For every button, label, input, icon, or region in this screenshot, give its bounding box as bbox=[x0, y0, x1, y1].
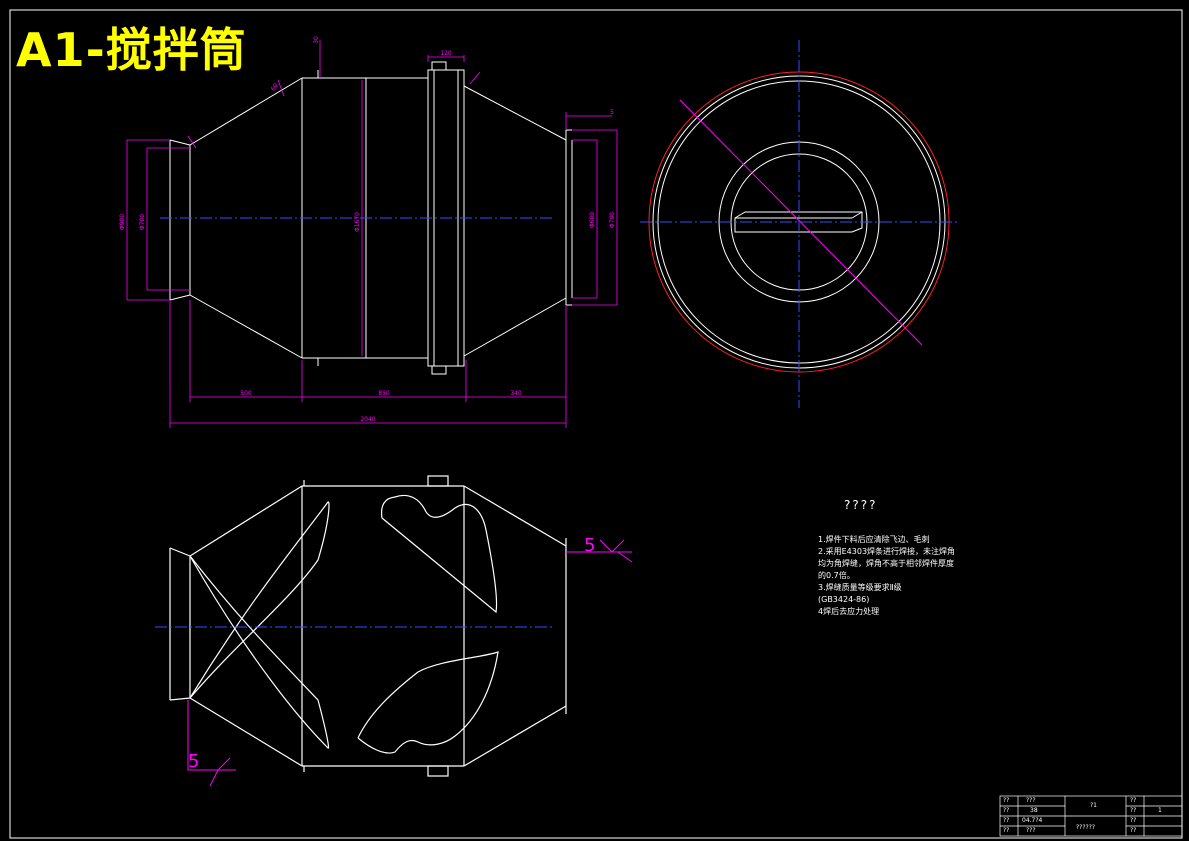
note-line: 1.焊件下料后应清除飞边、毛刺 bbox=[818, 535, 930, 544]
section-view bbox=[169, 475, 567, 777]
tb-r1c2: ??? bbox=[1026, 797, 1036, 804]
svg-text:2040: 2040 bbox=[360, 416, 375, 423]
svg-text:30: 30 bbox=[313, 36, 320, 44]
tb-right-2: ?? bbox=[1130, 807, 1137, 814]
note-line: 3.焊缝质量等级要求Ⅱ级 bbox=[818, 583, 902, 592]
svg-text:850: 850 bbox=[378, 390, 390, 397]
tb-right-1: ?? bbox=[1130, 797, 1137, 804]
svg-text:60: 60 bbox=[270, 82, 280, 92]
side-view-centerlines bbox=[640, 40, 958, 408]
note-line: 的0.7倍。 bbox=[818, 571, 855, 580]
front-dimension-labels: Φ900 Φ700 Φ1670 Φ600 Φ700 500 850 340 20… bbox=[119, 36, 616, 423]
note-line: 4焊后去应力处理 bbox=[818, 607, 880, 616]
tb-r1c1: ?? bbox=[1003, 797, 1010, 804]
technical-notes: ???? 1.焊件下料后应清除飞边、毛刺 2.采用E4303焊条进行焊接，未注焊… bbox=[818, 498, 955, 618]
drawing-border bbox=[9, 9, 1183, 839]
note-line: 2.采用E4303焊条进行焊接，未注焊角 bbox=[818, 547, 956, 556]
drawing-title: A1-搅拌筒 bbox=[16, 23, 247, 77]
tb-r2c1: ?? bbox=[1003, 807, 1010, 814]
tb-part-name: ?1 bbox=[1090, 802, 1098, 809]
title-block: ?? ??? ?? 38 ?? 04.7?4 ?? ??? ?1 ?????? … bbox=[1000, 796, 1182, 836]
note-line: 均为角焊缝，焊角不高于相邻焊件厚度 bbox=[818, 559, 954, 568]
weld-symbol-left bbox=[187, 700, 236, 787]
svg-text:5: 5 bbox=[610, 109, 614, 116]
tb-r2c2: 38 bbox=[1030, 807, 1038, 814]
notes-title: ???? bbox=[844, 498, 878, 512]
side-view-section-line bbox=[679, 99, 923, 346]
tb-right-3: ?? bbox=[1130, 817, 1137, 824]
svg-text:500: 500 bbox=[240, 390, 252, 397]
svg-text:Φ700: Φ700 bbox=[609, 212, 616, 228]
tb-r3c1: ?? bbox=[1003, 817, 1010, 824]
title-block-grid bbox=[999, 795, 1183, 837]
tb-drawing-no: ?????? bbox=[1076, 824, 1096, 831]
tb-r3c2: 04.7?4 bbox=[1022, 817, 1043, 824]
svg-text:120: 120 bbox=[440, 50, 452, 57]
tb-right-4: ?? bbox=[1130, 827, 1137, 834]
weld-value-left: 5 bbox=[188, 751, 199, 772]
front-dimensions bbox=[126, 40, 618, 428]
svg-text:340: 340 bbox=[510, 390, 522, 397]
tb-r4c2: ??? bbox=[1026, 827, 1036, 834]
svg-text:Φ900: Φ900 bbox=[119, 214, 126, 230]
weld-value-right: 5 bbox=[584, 535, 595, 556]
tb-r4c1: ?? bbox=[1003, 827, 1010, 834]
svg-text:Φ1670: Φ1670 bbox=[354, 212, 361, 232]
svg-text:Φ600: Φ600 bbox=[589, 212, 596, 228]
tb-scale: 1 bbox=[1158, 807, 1162, 814]
weld-symbol-right bbox=[566, 539, 633, 563]
note-line: (GB3424-86) bbox=[818, 595, 870, 604]
svg-text:Φ700: Φ700 bbox=[139, 214, 146, 230]
